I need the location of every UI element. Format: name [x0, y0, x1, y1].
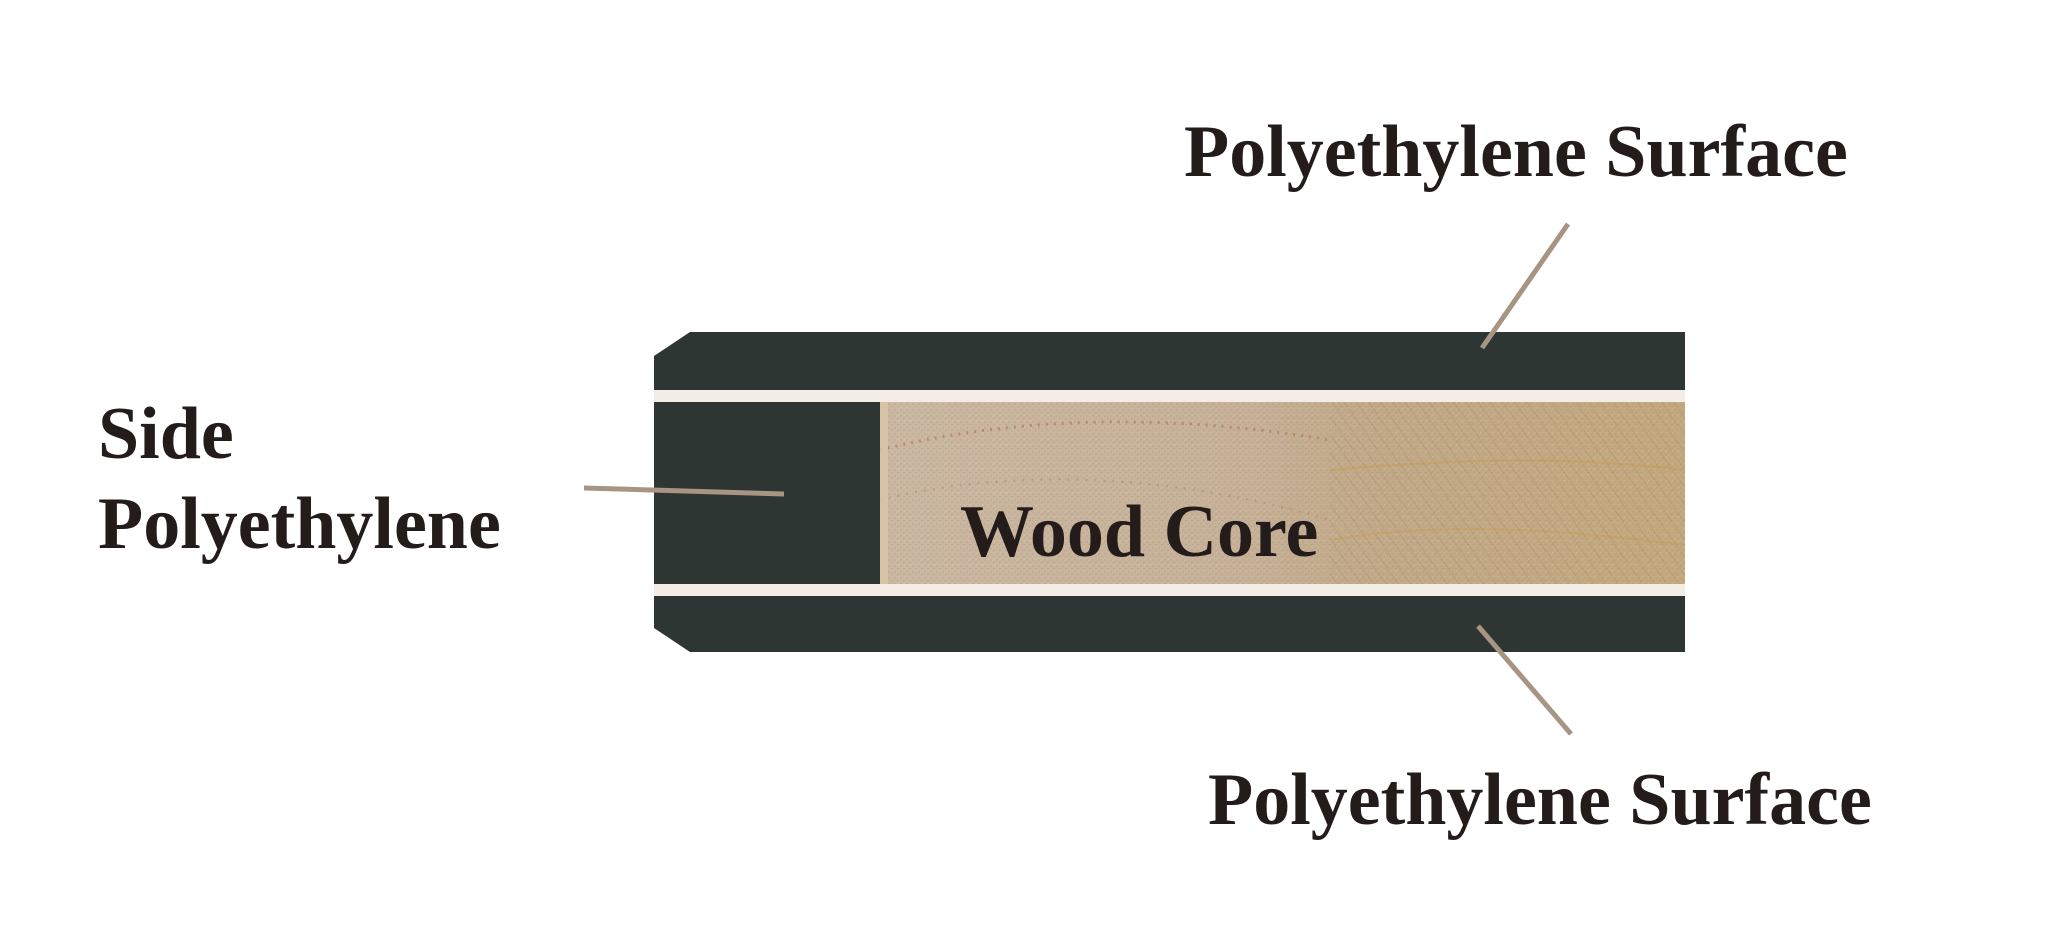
bottom-surface-label: Polyethylene Surface [1208, 759, 1872, 841]
top-polyethylene-layer [654, 332, 1685, 390]
top-separator-strip [654, 390, 1685, 402]
bottom-polyethylene-layer [654, 596, 1685, 652]
side-label-line2: Polyethylene [98, 483, 501, 565]
wood-core-label: Wood Core [960, 491, 1318, 573]
top-surface-label: Polyethylene Surface [1184, 111, 1848, 193]
side-label-line1: Side [98, 393, 234, 475]
bottom-surface-leader-line [1476, 624, 1573, 736]
bottom-separator-strip [654, 584, 1685, 596]
top-surface-leader-line [1479, 222, 1571, 350]
side-leader-line [583, 485, 785, 497]
wood-core [880, 402, 1685, 584]
